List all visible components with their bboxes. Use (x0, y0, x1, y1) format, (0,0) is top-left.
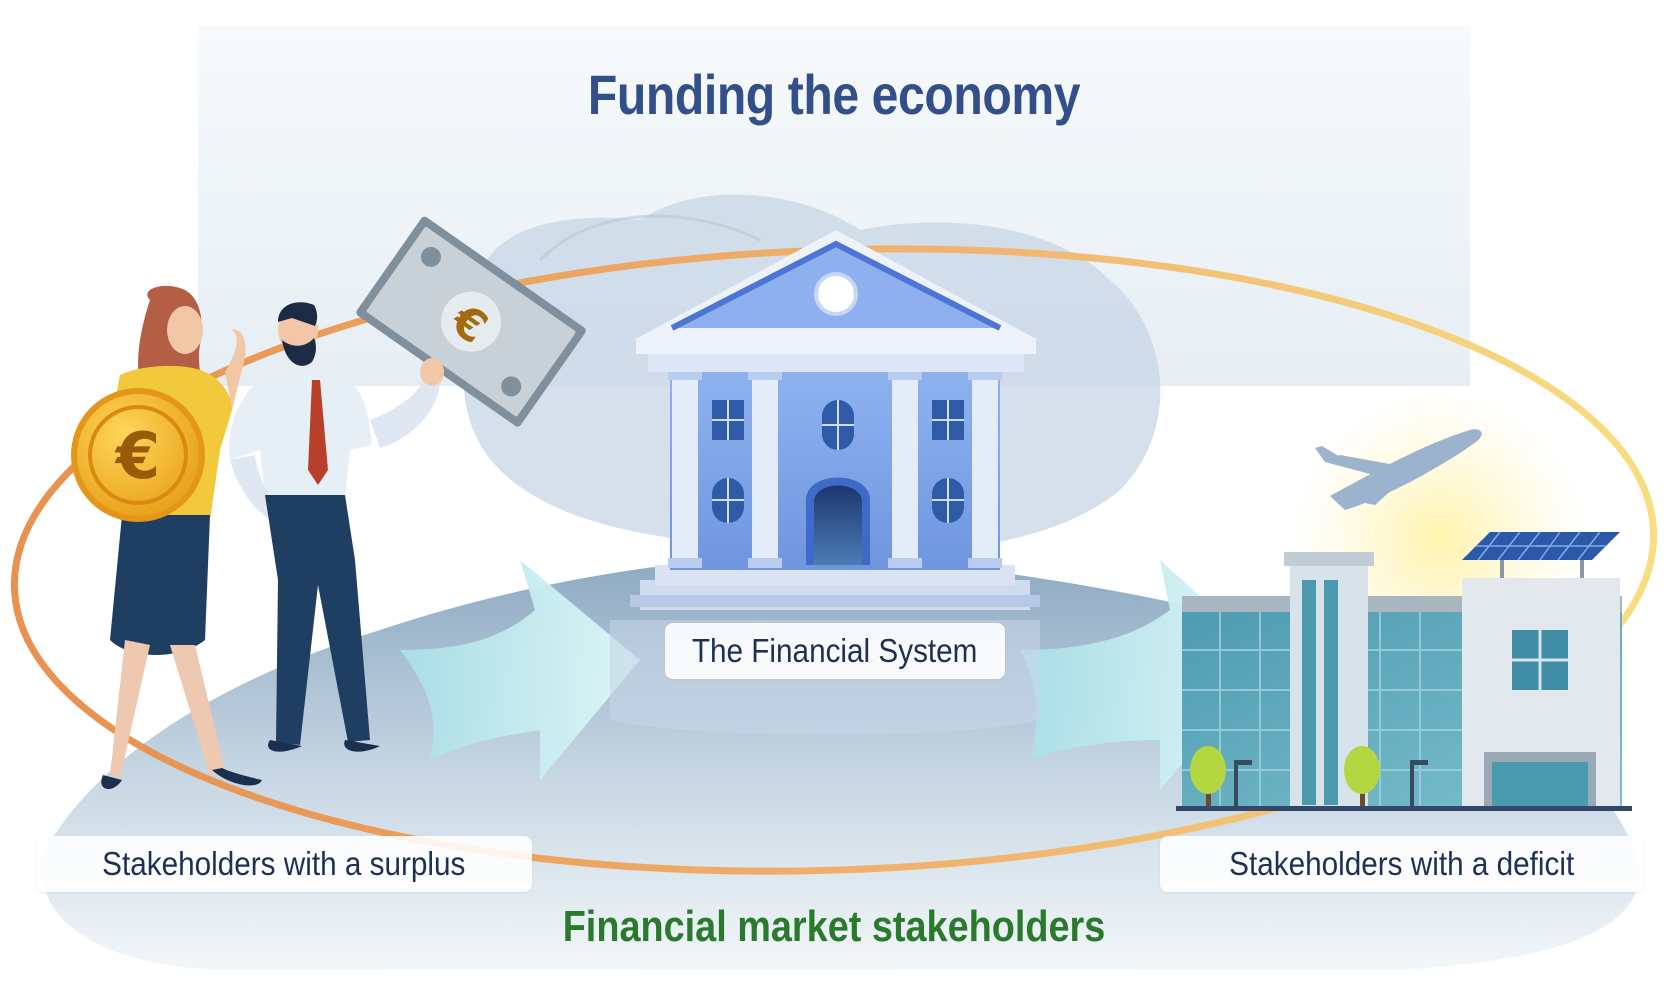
euro-sign-icon: € (114, 420, 161, 494)
airplane-icon (1315, 429, 1482, 510)
diagram-title: Funding the economy (587, 63, 1081, 126)
office-buildings-icon (1176, 531, 1632, 811)
solar-panel-icon (1462, 531, 1620, 578)
financial-system-label-box: The Financial System (665, 623, 1005, 679)
diagram-subtitle: Financial market stakeholders (562, 902, 1106, 951)
deficit-label: Stakeholders with a deficit (1229, 845, 1575, 882)
man-holding-euro-banknote-icon: € (229, 216, 586, 752)
financial-system-label: The Financial System (692, 632, 978, 669)
woman-holding-euro-coin-icon: € (71, 285, 262, 790)
surplus-label-box: Stakeholders with a surplus (36, 836, 532, 892)
surplus-label: Stakeholders with a surplus (102, 845, 466, 882)
flow-arrow-left (400, 560, 640, 780)
deficit-label-box: Stakeholders with a deficit (1160, 836, 1644, 892)
